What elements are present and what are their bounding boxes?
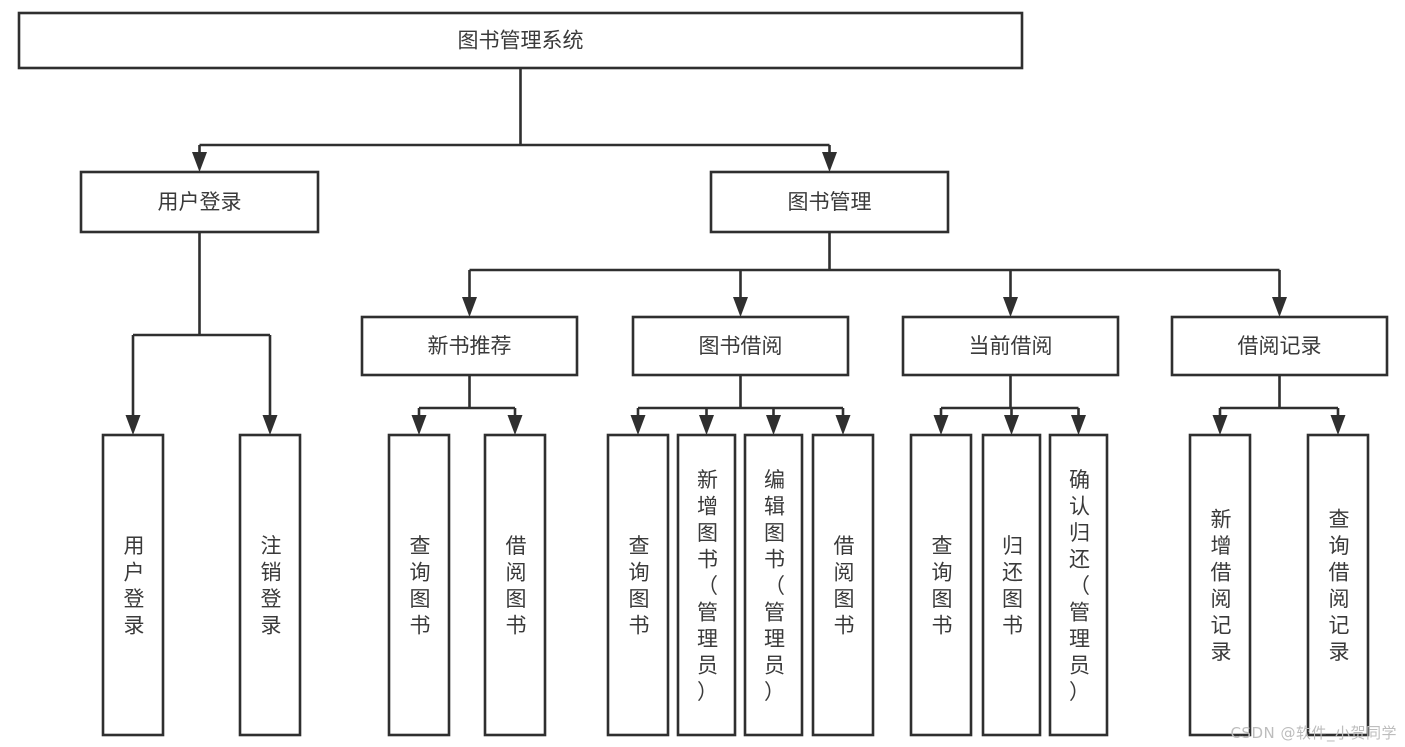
node-leaf-query-book-3-box[interactable] xyxy=(909,433,973,737)
node-leaf-query-record[interactable]: 查询借阅记录 xyxy=(1306,433,1370,737)
node-leaf-return-book-label: 归还图书 xyxy=(1002,534,1023,638)
node-current-borrow[interactable]: 当前借阅 xyxy=(901,315,1120,377)
node-leaf-add-record-label: 新增借阅记录 xyxy=(1211,508,1232,665)
node-leaf-user-login-box[interactable] xyxy=(101,433,165,737)
node-leaf-query-book-1-box[interactable] xyxy=(387,433,451,737)
node-user-login[interactable]: 用户登录 xyxy=(79,170,320,234)
node-current-borrow-label: 当前借阅 xyxy=(969,334,1053,358)
node-leaf-edit-book-box[interactable] xyxy=(743,433,804,737)
node-leaf-query-record-box[interactable] xyxy=(1306,433,1370,737)
node-current-borrow-box[interactable] xyxy=(901,315,1120,377)
node-leaf-return-book-box[interactable] xyxy=(981,433,1042,737)
node-leaf-add-record-box[interactable] xyxy=(1188,433,1252,737)
node-leaf-add-book-label: 新增图书（管理员） xyxy=(697,468,718,704)
node-new-book-rec-box[interactable] xyxy=(360,315,579,377)
node-leaf-user-login[interactable]: 用户登录 xyxy=(101,433,165,737)
node-leaf-query-record-label: 查询借阅记录 xyxy=(1329,508,1350,665)
node-leaf-logout[interactable]: 注销登录 xyxy=(238,433,302,737)
node-borrow-record[interactable]: 借阅记录 xyxy=(1170,315,1389,377)
node-leaf-confirm-return[interactable]: 确认归还（管理员） xyxy=(1048,433,1109,737)
node-book-manage-box[interactable] xyxy=(709,170,950,234)
connectors-layer xyxy=(125,68,1346,435)
node-book-manage[interactable]: 图书管理 xyxy=(709,170,950,234)
node-leaf-user-login-label: 用户登录 xyxy=(124,534,145,638)
node-leaf-borrow-book-1-box[interactable] xyxy=(483,433,547,737)
node-user-login-box[interactable] xyxy=(79,170,320,234)
node-leaf-borrow-book-2-box[interactable] xyxy=(811,433,875,737)
node-leaf-query-book-2[interactable]: 查询图书 xyxy=(606,433,670,737)
node-leaf-add-book-box[interactable] xyxy=(676,433,737,737)
node-new-book-rec-label: 新书推荐 xyxy=(428,334,512,358)
node-book-borrow-label: 图书借阅 xyxy=(699,334,783,358)
node-leaf-add-book[interactable]: 新增图书（管理员） xyxy=(676,433,737,737)
node-root[interactable]: 图书管理系统 xyxy=(17,11,1024,70)
node-leaf-query-book-2-label: 查询图书 xyxy=(629,534,650,638)
node-leaf-borrow-book-1-label: 借阅图书 xyxy=(506,534,527,638)
node-root-box[interactable] xyxy=(17,11,1024,70)
node-leaf-logout-box[interactable] xyxy=(238,433,302,737)
node-leaf-confirm-return-box[interactable] xyxy=(1048,433,1109,737)
node-borrow-record-label: 借阅记录 xyxy=(1238,334,1322,358)
node-leaf-borrow-book-2-label: 借阅图书 xyxy=(834,534,855,638)
node-book-borrow-box[interactable] xyxy=(631,315,850,377)
node-leaf-edit-book[interactable]: 编辑图书（管理员） xyxy=(743,433,804,737)
node-leaf-add-record[interactable]: 新增借阅记录 xyxy=(1188,433,1252,737)
node-leaf-query-book-1[interactable]: 查询图书 xyxy=(387,433,451,737)
node-leaf-borrow-book-2[interactable]: 借阅图书 xyxy=(811,433,875,737)
node-borrow-record-box[interactable] xyxy=(1170,315,1389,377)
node-user-login-label: 用户登录 xyxy=(158,190,242,214)
node-book-borrow[interactable]: 图书借阅 xyxy=(631,315,850,377)
node-leaf-confirm-return-label: 确认归还（管理员） xyxy=(1069,468,1090,704)
nodes-layer: 图书管理系统用户登录图书管理新书推荐图书借阅当前借阅借阅记录用户登录注销登录查询… xyxy=(17,11,1389,737)
node-leaf-borrow-book-1[interactable]: 借阅图书 xyxy=(483,433,547,737)
node-leaf-query-book-3[interactable]: 查询图书 xyxy=(909,433,973,737)
node-leaf-query-book-3-label: 查询图书 xyxy=(932,534,953,638)
node-leaf-edit-book-label: 编辑图书（管理员） xyxy=(764,468,785,704)
node-leaf-logout-label: 注销登录 xyxy=(261,534,282,638)
node-root-label: 图书管理系统 xyxy=(458,29,584,53)
node-new-book-rec[interactable]: 新书推荐 xyxy=(360,315,579,377)
node-leaf-query-book-1-label: 查询图书 xyxy=(410,534,431,638)
node-leaf-return-book[interactable]: 归还图书 xyxy=(981,433,1042,737)
node-book-manage-label: 图书管理 xyxy=(788,190,872,214)
node-leaf-query-book-2-box[interactable] xyxy=(606,433,670,737)
